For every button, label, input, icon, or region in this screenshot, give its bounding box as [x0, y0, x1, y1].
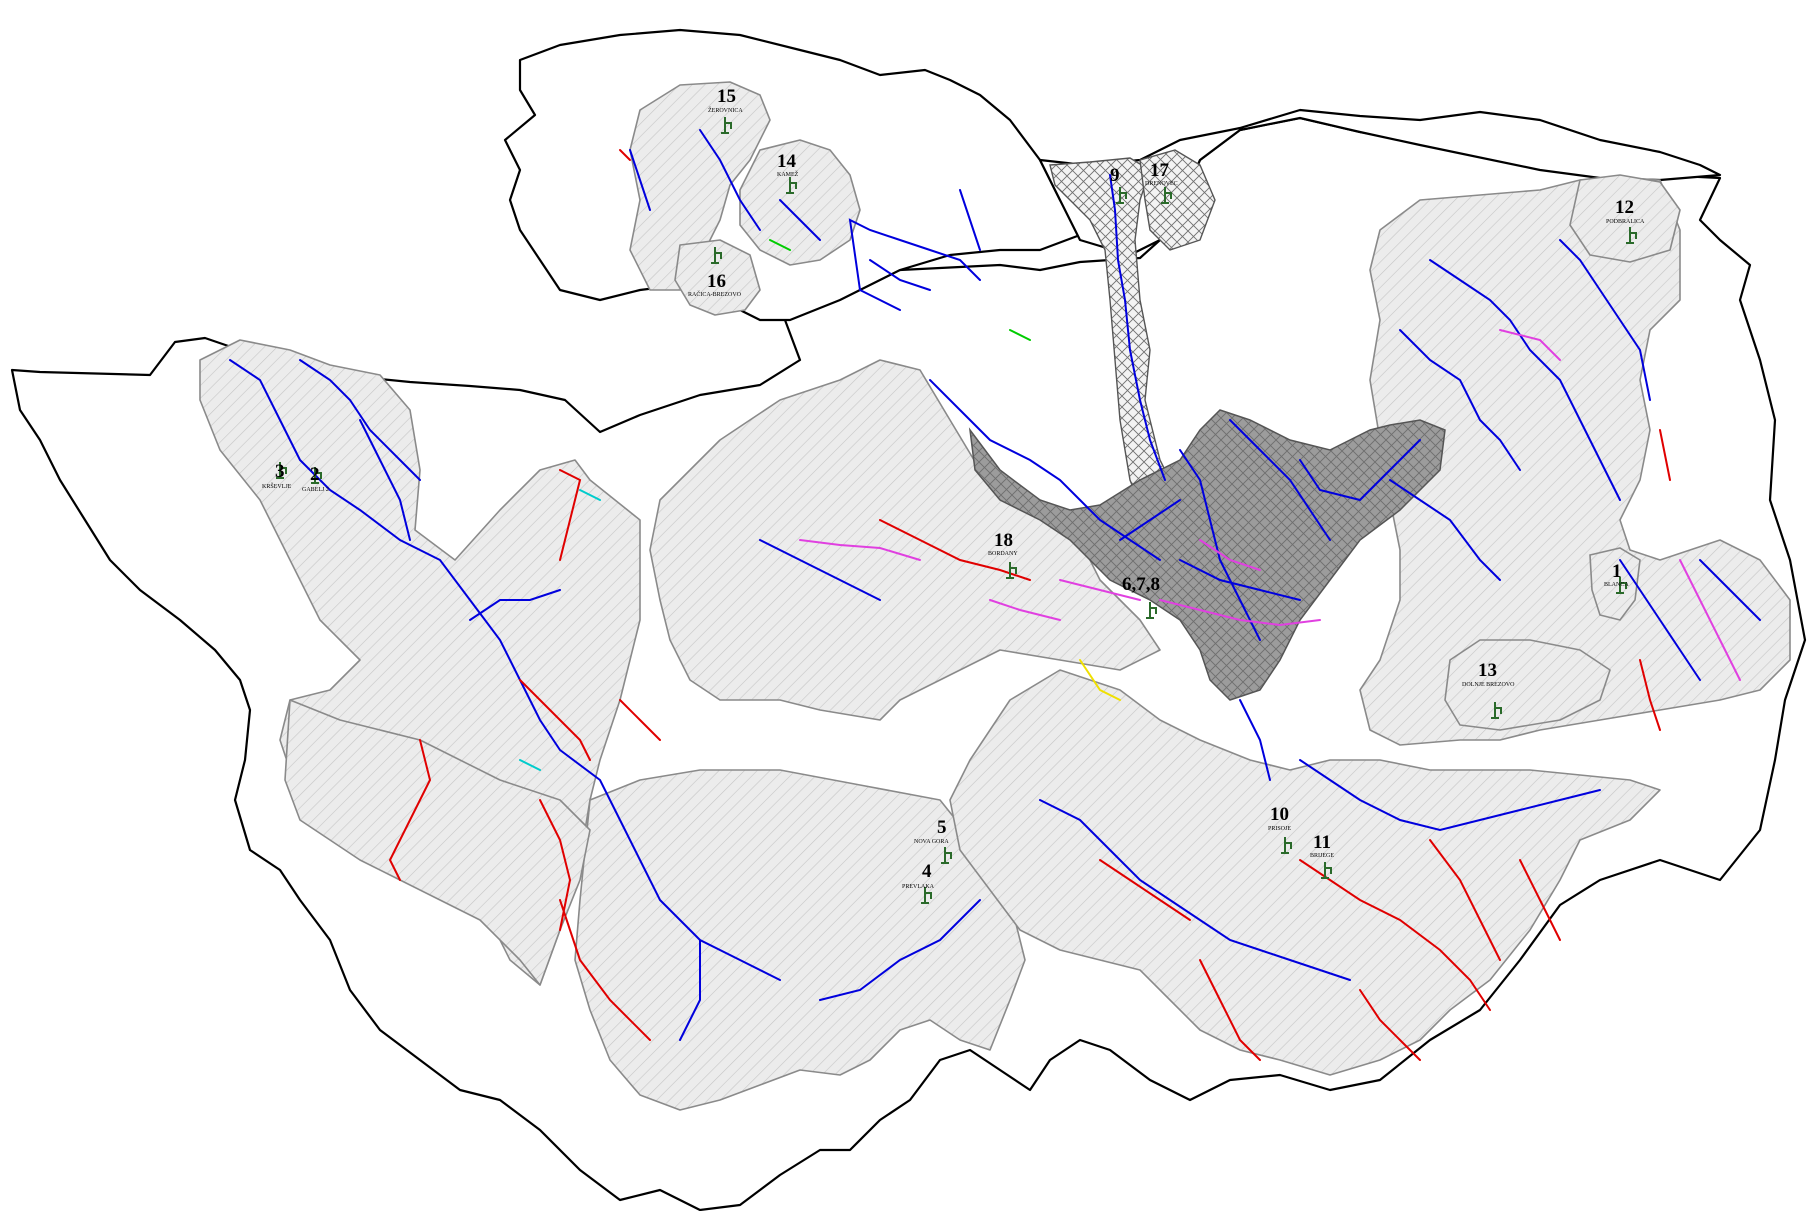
zone-15-number: 15 [717, 86, 736, 107]
zone-southeast [949, 669, 1661, 1076]
zone-labels: 1 BLANCA 2 GABELJ 2 3 KRŠEVLJE 4 PREVLAK… [262, 86, 1645, 890]
zone-5-name: NOVA GORA [914, 839, 949, 845]
pipe-yellow-south [1079, 659, 1121, 701]
pipe-red-east [1639, 429, 1671, 731]
pipe-blue-corridor [1109, 174, 1166, 481]
pipe-magenta-east [1499, 329, 1741, 681]
zone-1 [1589, 547, 1641, 621]
service-zones [199, 81, 1791, 1111]
zone-14 [739, 139, 861, 266]
zone-15 [629, 81, 771, 291]
zone-12-name: PODBRALICA [1606, 219, 1645, 225]
pipe-blue-north [629, 129, 981, 291]
zone-17 [1139, 149, 1216, 251]
zone-10-number: 10 [1270, 804, 1289, 825]
pipe-magenta-core [1159, 539, 1321, 627]
zone-17-name: DRENOVEC [1145, 181, 1178, 187]
pipe-green-north [769, 239, 1031, 341]
zone-13 [1444, 639, 1611, 731]
zone-5-number: 5 [937, 817, 947, 838]
pipe-blue-east [1389, 239, 1761, 681]
zone-11-name: BRIJEGE [1310, 853, 1334, 859]
pipe-blue-west [229, 359, 981, 1041]
zone-17-number: 17 [1150, 160, 1170, 181]
pipe-blue-southeast [1039, 699, 1601, 981]
zone-12 [1569, 174, 1681, 263]
pipe-red-north [619, 149, 631, 161]
zone-18-name: BORDANY [988, 551, 1018, 557]
zone-18-number: 18 [994, 530, 1013, 551]
pipe-red-southeast [1099, 839, 1561, 1061]
zone-west-lower [284, 699, 591, 986]
pipe-blue-core [1119, 419, 1421, 641]
zone-13-number: 13 [1478, 660, 1497, 681]
zone-3-number: 3 [275, 461, 285, 482]
zone-1-name: BLANCA [1604, 582, 1629, 588]
zone-16 [674, 239, 761, 316]
zone-3-name: KRŠEVLJE [262, 482, 292, 490]
zone-13-name: DOLNJE BREZOVO [1462, 682, 1515, 688]
pipe-blue-central [759, 218, 1161, 601]
zone-14-name: KAMEŽ [777, 170, 799, 178]
zone-678-number: 6,7,8 [1122, 574, 1160, 595]
zone-14-number: 14 [777, 151, 797, 172]
zone-central [649, 359, 1161, 721]
zone-1-number: 1 [1612, 561, 1622, 582]
zone-2-number: 2 [310, 464, 320, 485]
pipe-cyan-west [519, 489, 601, 771]
zone-10-name: PRISOJE [1268, 826, 1291, 832]
zone-16-name: RAČICA-BREZOVO [688, 290, 742, 298]
zone-2-name: GABELJ 2 [302, 487, 329, 493]
zone-4-number: 4 [922, 861, 932, 882]
core-zone [968, 409, 1446, 701]
pipe-red-west [388, 469, 661, 1041]
zone-12-number: 12 [1615, 197, 1634, 218]
zone-4-name: PREVLAKA [902, 884, 935, 890]
zone-16-number: 16 [707, 271, 726, 292]
zone-15-name: ŽEROVNICA [708, 106, 743, 114]
zone-11-number: 11 [1313, 832, 1331, 853]
zone-9-number: 9 [1110, 165, 1120, 186]
pipe-magenta-central [799, 539, 1141, 621]
